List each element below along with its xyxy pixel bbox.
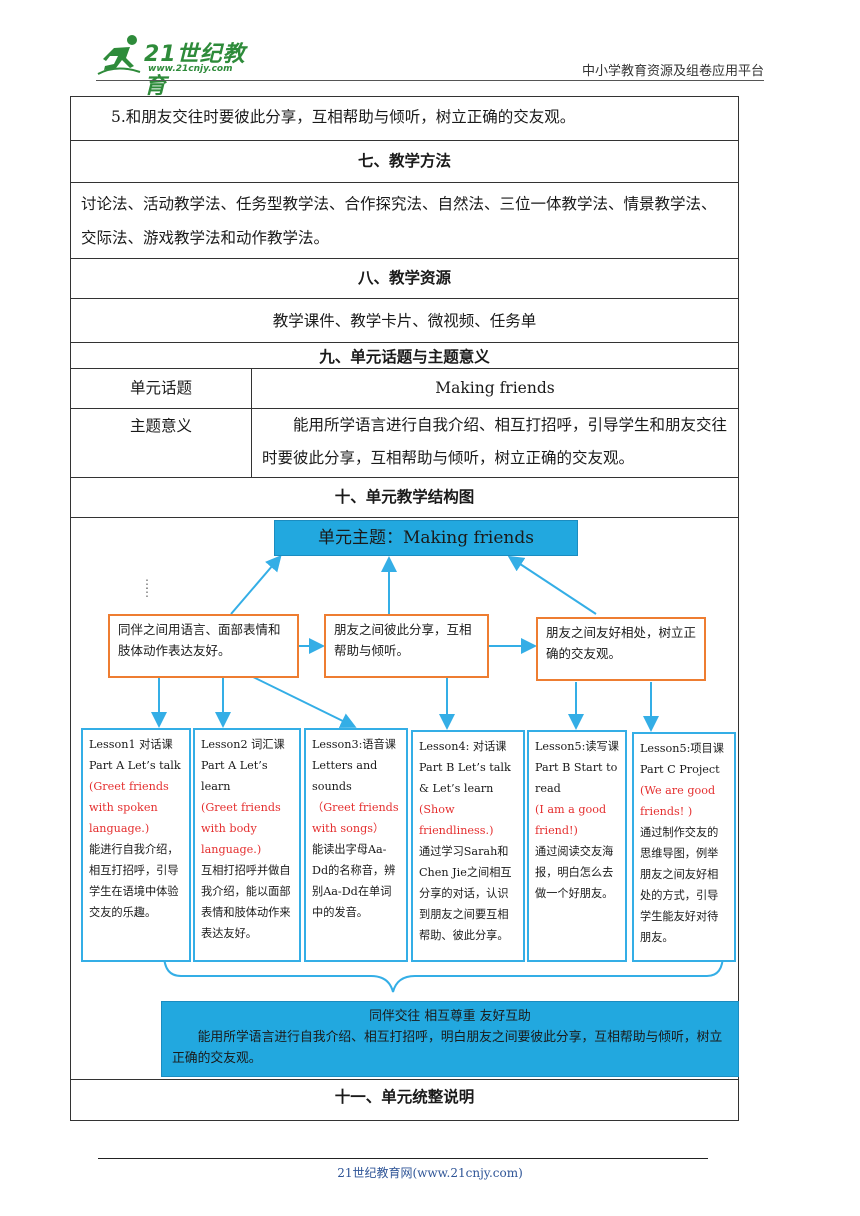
- section11-heading-row: 十一、单元统整说明: [71, 1080, 738, 1120]
- lesson-goal: (Show friendliness.): [419, 803, 494, 837]
- goal-box-1: 同伴之间用语言、面部表情和肢体动作表达友好。: [108, 614, 299, 678]
- lesson-part: Part B Start to read: [535, 761, 618, 795]
- lesson-title: Lesson5:项目课: [640, 742, 724, 755]
- section8-body: 教学课件、教学卡片、微视频、任务单: [272, 312, 537, 330]
- lesson-plan-table: 5.和朋友交往时要彼此分享，互相帮助与倾听，树立正确的交友观。 七、教学方法 讨…: [70, 96, 739, 1121]
- lesson-part: Part A Let’s learn: [201, 759, 268, 793]
- lesson-part: Letters and sounds: [312, 759, 378, 793]
- logo-name: 21世纪教育: [144, 42, 246, 99]
- section11-title: 十一、单元统整说明: [334, 1087, 475, 1106]
- goal-box-2: 朋友之间彼此分享，互相帮助与倾听。: [324, 614, 489, 678]
- section8-heading-row: 八、教学资源: [71, 259, 738, 299]
- lesson-goal: (Greet friends with body language.): [201, 801, 281, 856]
- runner-logo-icon: [97, 35, 141, 75]
- lesson-card-6: Lesson5:项目课 Part C Project (We are good …: [632, 732, 736, 962]
- footer-link[interactable]: 21世纪教育网(www.21cnjy.com): [337, 1166, 523, 1180]
- lesson-goal: (Greet friends with spoken language.): [89, 780, 169, 835]
- unit-structure-diagram: 单元主题：Making friends ⋮⋮ 同伴之间用语言、面部表情和肢体动作…: [71, 518, 739, 1080]
- platform-title: 中小学教育资源及组卷应用平台: [581, 64, 764, 79]
- connector-arrows: [151, 554, 724, 993]
- drag-handle-icon[interactable]: ⋮⋮: [141, 577, 153, 599]
- lesson-card-2: Lesson2 词汇课 Part A Let’s learn (Greet fr…: [193, 728, 301, 962]
- summary-title: 同伴交往 相互尊重 友好互助: [369, 1009, 531, 1024]
- section7-title: 七、教学方法: [357, 151, 451, 170]
- lesson-title: Lesson3:语音课: [312, 738, 396, 751]
- meaning-label: 主题意义: [71, 409, 252, 477]
- lesson-card-5: Lesson5:读写课 Part B Start to read (I am a…: [527, 730, 627, 962]
- topic-row: 单元话题 Making friends: [71, 369, 738, 409]
- footer-divider: [98, 1158, 708, 1159]
- topic-value: Making friends: [435, 379, 555, 397]
- lesson-description: 通过阅读交友海报，明白怎么去做一个好朋友。: [535, 845, 614, 900]
- lesson-description: 能进行自我介绍，相互打招呼，引导学生在语境中体验交友的乐趣。: [89, 843, 179, 919]
- section8-body-row: 教学课件、教学卡片、微视频、任务单: [71, 299, 738, 343]
- meaning-row: 主题意义 能用所学语言进行自我介绍、相互打招呼，引导学生和朋友交往时要彼此分享，…: [71, 409, 738, 478]
- unit-topic-box: 单元主题：Making friends: [274, 520, 578, 556]
- section7-heading-row: 七、教学方法: [71, 141, 738, 183]
- lesson-card-4: Lesson4: 对话课 Part B Let’s talk & Let’s l…: [411, 730, 525, 962]
- section7-body-row: 讨论法、活动教学法、任务型教学法、合作探究法、自然法、三位一体教学法、情景教学法…: [71, 183, 738, 259]
- lesson-title: Lesson5:读写课: [535, 740, 619, 753]
- lesson-card-3: Lesson3:语音课 Letters and sounds （Greet fr…: [304, 728, 408, 962]
- lesson-description: 互相打招呼并做自我介绍，能以面部表情和肢体动作来表达友好。: [201, 864, 291, 940]
- lesson-card-1: Lesson1 对话课 Part A Let’s talk (Greet fri…: [81, 728, 191, 962]
- lesson-goal: (I am a good friend!): [535, 803, 607, 837]
- section10-title: 十、单元教学结构图: [334, 487, 475, 506]
- logo-url: www.21cnjy.com: [148, 64, 233, 74]
- lesson-part: Part C Project: [640, 763, 720, 776]
- topic-label: 单元话题: [71, 369, 252, 408]
- lesson-part: Part B Let’s talk & Let’s learn: [419, 761, 511, 795]
- section7-body: 讨论法、活动教学法、任务型教学法、合作探究法、自然法、三位一体教学法、情景教学法…: [81, 195, 717, 247]
- lesson-description: 通过制作交友的思维导图，例举朋友之间友好相处的方式，引导学生能友好对待朋友。: [640, 826, 719, 944]
- lesson-title: Lesson4: 对话课: [419, 740, 507, 753]
- lesson-description: 通过学习Sarah和Chen Jie之间相互分享的对话，认识到朋友之间要互相帮助…: [419, 845, 512, 942]
- lesson-goal: (We are good friends! ): [640, 784, 716, 818]
- section9-heading-row: 九、单元话题与主题意义: [71, 343, 738, 369]
- lesson-goal: （Greet friends with songs）: [312, 801, 399, 835]
- objective-row: 5.和朋友交往时要彼此分享，互相帮助与倾听，树立正确的交友观。: [71, 97, 738, 141]
- lesson-part: Part A Let’s talk: [89, 759, 181, 772]
- lesson-title: Lesson1 对话课: [89, 738, 173, 751]
- objective-5: 5.和朋友交往时要彼此分享，互相帮助与倾听，树立正确的交友观。: [111, 108, 576, 126]
- site-logo: 21世纪教育 www.21cnjy.com: [96, 34, 266, 99]
- section10-heading-row: 十、单元教学结构图: [71, 478, 738, 518]
- section9-title: 九、单元话题与主题意义: [319, 347, 490, 366]
- section8-title: 八、教学资源: [357, 268, 451, 287]
- meaning-value: 能用所学语言进行自我介绍、相互打招呼，引导学生和朋友交往时要彼此分享，互相帮助与…: [262, 416, 728, 467]
- goal-box-3: 朋友之间友好相处，树立正确的交友观。: [536, 617, 706, 681]
- lesson-title: Lesson2 词汇课: [201, 738, 285, 751]
- lesson-description: 能读出字母Aa-Dd的名称音，辨别Aa-Dd在单词中的发音。: [312, 843, 396, 919]
- unit-summary-box: 同伴交往 相互尊重 友好互助 能用所学语言进行自我介绍、相互打招呼，明白朋友之间…: [161, 1001, 739, 1077]
- summary-body: 能用所学语言进行自我介绍、相互打招呼，明白朋友之间要彼此分享，互相帮助与倾听，树…: [172, 1030, 723, 1066]
- header-divider: [96, 80, 764, 81]
